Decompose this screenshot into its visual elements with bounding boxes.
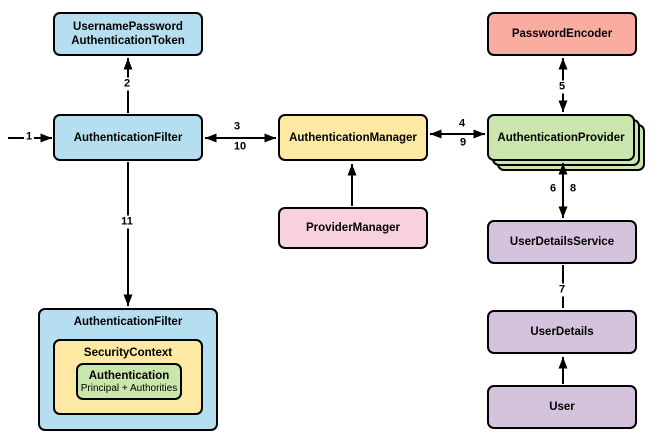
node-providermanager: ProviderManager (278, 207, 428, 249)
node-passwordencoder: PasswordEncoder (487, 12, 637, 56)
node-userdetailsservice: UserDetailsService (487, 220, 637, 264)
node-label: PasswordEncoder (511, 28, 613, 40)
node-label: UsernamePassword (73, 21, 183, 33)
step-label-3: 3 (231, 120, 243, 134)
node-usernamepassword-authenticationtoken: UsernamePassword AuthenticationToken (53, 12, 203, 56)
node-label: User (549, 401, 575, 413)
node-authenticationmanager: AuthenticationManager (278, 114, 428, 161)
node-authentication: Authentication Principal + Authorities (76, 363, 182, 400)
node-label: AuthenticationProvider (497, 131, 625, 144)
node-label: SecurityContext (83, 347, 173, 359)
node-label: UserDetails (530, 326, 594, 338)
step-label-6: 6 (547, 182, 559, 196)
step-label-1: 1 (23, 130, 35, 144)
step-label-11: 11 (119, 215, 135, 229)
node-authenticationprovider: AuthenticationProvider (487, 114, 635, 161)
node-label: Authentication (88, 369, 170, 382)
node-label: AuthenticationToken (71, 35, 185, 47)
node-label: UserDetailsService (509, 236, 615, 248)
step-label-2: 2 (121, 77, 133, 91)
node-label: AuthenticationManager (289, 131, 417, 144)
step-label-4: 4 (456, 117, 468, 131)
node-securitycontext: SecurityContext Authentication Principal… (53, 339, 203, 415)
node-authenticationfilter-context: AuthenticationFilter SecurityContext Aut… (38, 308, 218, 431)
step-label-8: 8 (567, 182, 579, 196)
step-label-10: 10 (231, 140, 249, 154)
step-label-5: 5 (556, 80, 568, 94)
node-label: AuthenticationFilter (73, 131, 183, 144)
node-sublabel: Principal + Authorities (80, 382, 178, 394)
node-userdetails: UserDetails (487, 310, 637, 354)
step-label-7: 7 (556, 283, 568, 297)
step-label-9: 9 (457, 136, 469, 150)
node-authenticationfilter: AuthenticationFilter (53, 114, 203, 161)
node-label: AuthenticationFilter (73, 316, 183, 328)
node-label: ProviderManager (306, 222, 400, 234)
node-user: User (487, 385, 637, 429)
